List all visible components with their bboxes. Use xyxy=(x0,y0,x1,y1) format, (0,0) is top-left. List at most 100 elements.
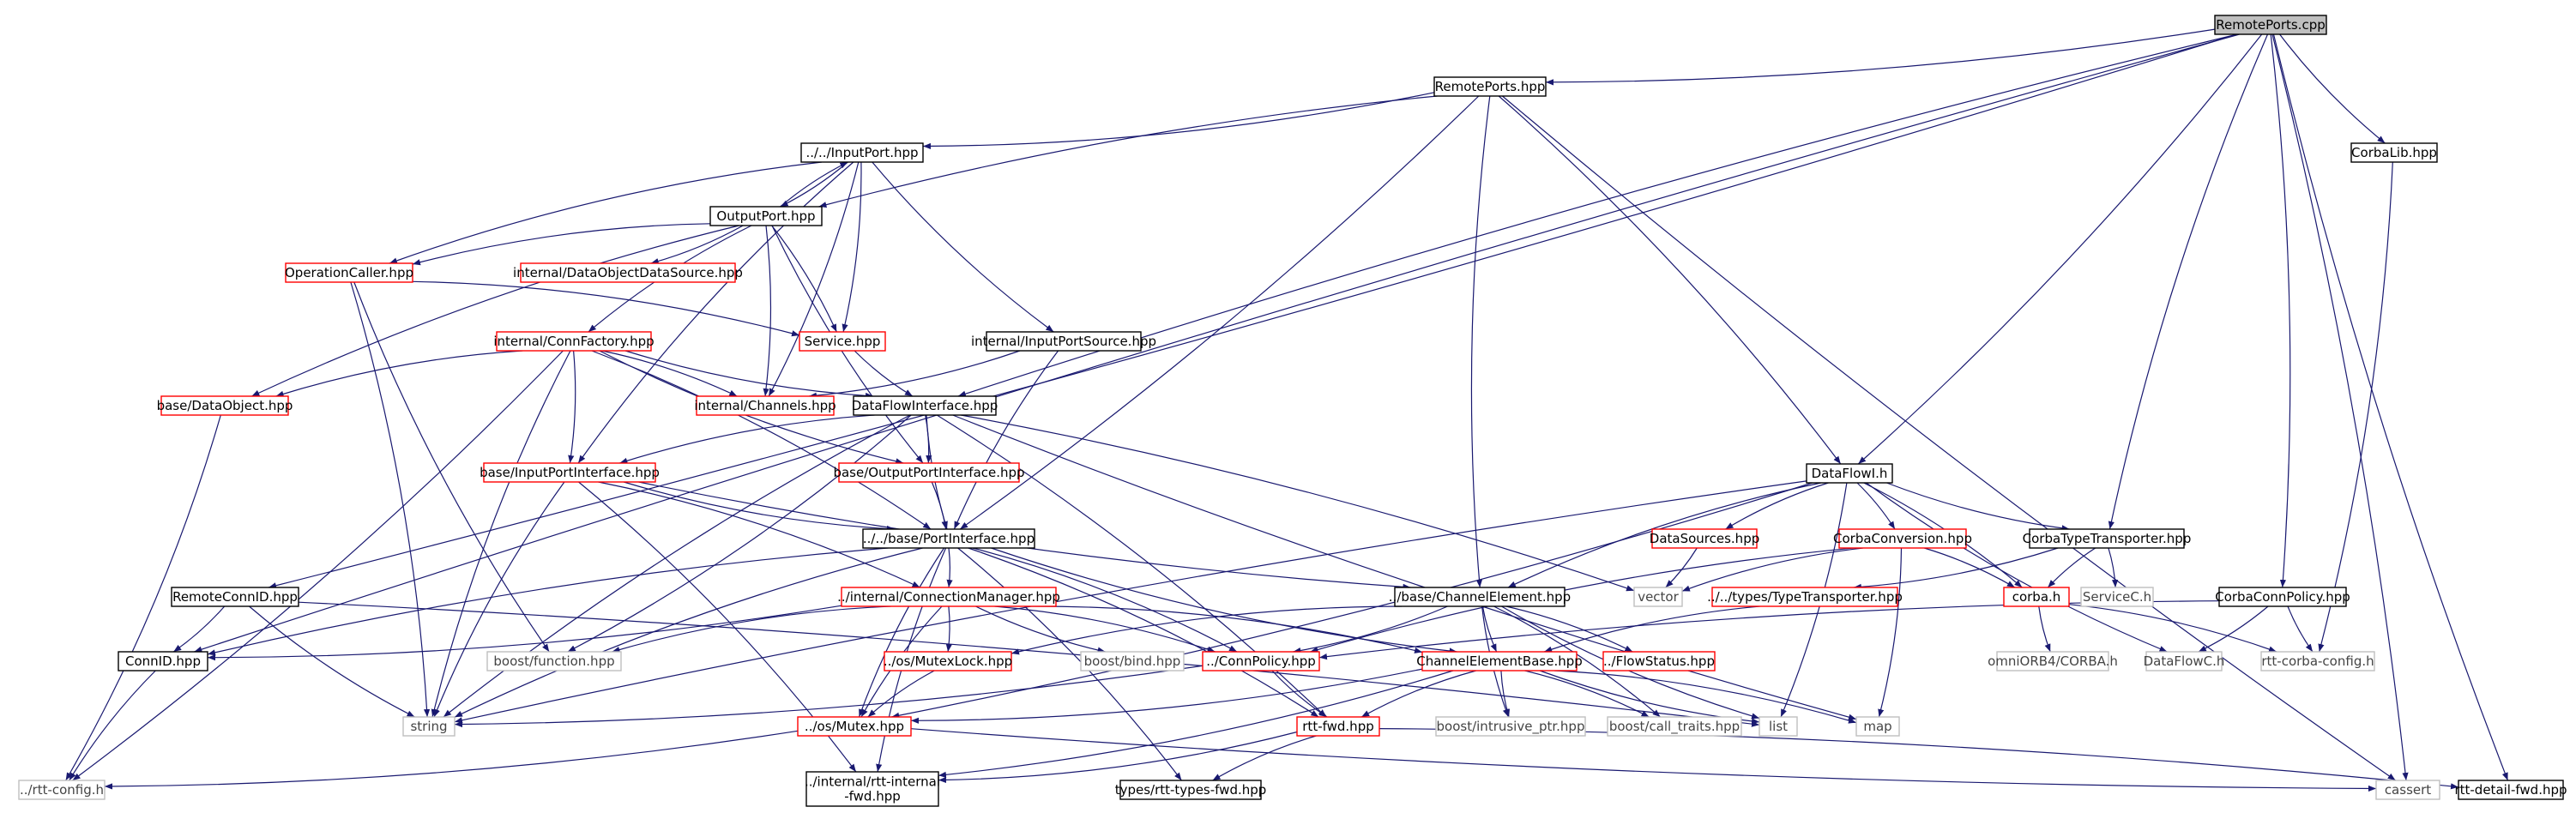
node-corbalib-hpp[interactable]: CorbaLib.hpp xyxy=(2350,142,2438,163)
node-base-portinterface-hpp[interactable]: ../../base/PortInterface.hpp xyxy=(862,528,1035,549)
node-label: omniORB4/CORBA.h xyxy=(1988,653,2118,669)
node-label: ../ConnPolicy.hpp xyxy=(1206,653,1316,669)
node-internal-dataobjectdatasource-hpp[interactable]: internal/DataObjectDataSource.hpp xyxy=(513,262,743,283)
edge-n2-to-n8 xyxy=(872,161,1054,333)
node-box xyxy=(1651,528,1758,549)
node-label: ../internal/ConnectionManager.hpp xyxy=(837,589,1060,605)
edge-n2-to-n7 xyxy=(842,161,862,333)
node-label: ../rtt-config.h xyxy=(20,782,104,798)
node-remoteconnid-hpp[interactable]: RemoteConnID.hpp xyxy=(171,587,299,607)
node-boost-function-hpp[interactable]: boost/function.hpp xyxy=(486,651,622,671)
node-label: internal/InputPortSource.hpp xyxy=(971,334,1156,349)
node-connpolicy-hpp[interactable]: ../ConnPolicy.hpp xyxy=(1202,651,1320,671)
node-connid-hpp[interactable]: ConnID.hpp xyxy=(118,651,208,671)
node-dataflowi-h[interactable]: DataFlowI.h xyxy=(1806,463,1893,484)
edge-n6-to-n11 xyxy=(624,350,874,400)
node-base-outputportinterface-hpp[interactable]: base/OutputPortInterface.hpp xyxy=(833,462,1025,483)
edge-n0-to-n45 xyxy=(2270,33,2291,588)
node-operationcaller-hpp[interactable]: OperationCaller.hpp xyxy=(285,262,413,283)
node-list[interactable]: list xyxy=(1759,716,1798,737)
node-base-inputportinterface-hpp[interactable]: base/InputPortInterface.hpp xyxy=(480,462,660,483)
node-label: types/rtt-types-fwd.hpp xyxy=(1115,782,1267,798)
edge-n8-to-n14 xyxy=(953,350,1059,530)
node-flowstatus-hpp[interactable]: ../FlowStatus.hpp xyxy=(1602,651,1716,671)
node-label: cassert xyxy=(2385,782,2431,798)
edge-n6-to-n27 xyxy=(72,350,564,781)
node-label: rtt-detail-fwd.hpp xyxy=(2454,782,2567,798)
node-remoteports-hpp[interactable]: RemotePorts.hpp xyxy=(1433,76,1547,97)
node-corbatypetransporter-hpp[interactable]: CorbaTypeTransporter.hpp xyxy=(2023,528,2192,549)
edge-n3-to-n9 xyxy=(251,225,739,397)
node-vector[interactable]: vector xyxy=(1633,587,1683,607)
node-rtt-fwd-hpp[interactable]: rtt-fwd.hpp xyxy=(1296,716,1380,737)
node-internal-inputportsource-hpp[interactable]: internal/InputPortSource.hpp xyxy=(971,331,1156,352)
edge-n2-to-n4 xyxy=(389,161,823,264)
node-box xyxy=(486,651,622,671)
node-string[interactable]: string xyxy=(402,716,455,737)
node-os-mutexlock-hpp[interactable]: ../os/MutexLock.hpp xyxy=(884,651,1012,671)
node-cassert[interactable]: cassert xyxy=(2375,780,2440,800)
edge-n40-to-n42 xyxy=(2108,547,2119,588)
node-label: DataSources.hpp xyxy=(1650,531,1759,546)
node-label: vector xyxy=(1638,589,1679,605)
node-corbaconnpolicy-hpp[interactable]: CorbaConnPolicy.hpp xyxy=(2215,587,2350,607)
node-inputport-hpp[interactable]: ../../InputPort.hpp xyxy=(800,142,924,163)
edge-n14-to-n24 xyxy=(968,547,1319,718)
node-os-mutex-hpp[interactable]: ../os/Mutex.hpp xyxy=(797,716,912,737)
edge-n29-to-n32 xyxy=(1524,670,1650,718)
edge-n12-to-n19 xyxy=(433,481,565,718)
node-label: OutputPort.hpp xyxy=(716,208,815,224)
node-label: map xyxy=(1863,719,1891,734)
node-internal-rtt-internal-fwd-hpp[interactable]: ../internal/rtt-internal-fwd.hpp xyxy=(805,771,940,807)
edge-n29-to-n33 xyxy=(1539,670,1760,725)
node-box xyxy=(1296,716,1380,737)
node-dataflowc-h[interactable]: DataFlowC.h xyxy=(2144,651,2225,671)
node-corba-h[interactable]: corba.h xyxy=(2003,587,2070,607)
node-channelelementbase-hpp[interactable]: ChannelElementBase.hpp xyxy=(1416,651,1583,671)
node-box xyxy=(1607,716,1742,737)
node-outputport-hpp[interactable]: OutputPort.hpp xyxy=(709,206,823,226)
node-rtt-config-h[interactable]: ../rtt-config.h xyxy=(18,780,106,800)
node-internal-connectionmanager-hpp[interactable]: ../internal/ConnectionManager.hpp xyxy=(837,587,1060,607)
node-types-typetransporter-hpp[interactable]: ../../types/TypeTransporter.hpp xyxy=(1707,587,1903,607)
node-internal-channels-hpp[interactable]: internal/Channels.hpp xyxy=(694,395,836,416)
node-base-channelelement-hpp[interactable]: ../base/ChannelElement.hpp xyxy=(1389,587,1571,607)
edge-n35-to-n23 xyxy=(891,482,1813,719)
node-boost-call-traits-hpp[interactable]: boost/call_traits.hpp xyxy=(1607,716,1742,737)
node-box xyxy=(1421,651,1578,671)
edge-n20-to-n23 xyxy=(867,670,935,718)
node-box xyxy=(496,331,652,352)
edge-n6-to-n19 xyxy=(431,350,571,718)
node-label: boost/intrusive_ptr.hpp xyxy=(1437,719,1585,735)
node-boost-bind-hpp[interactable]: boost/bind.hpp xyxy=(1080,651,1185,671)
node-servicec-h[interactable]: ServiceC.h xyxy=(2080,587,2154,607)
node-label: ../../types/TypeTransporter.hpp xyxy=(1707,589,1903,605)
node-box xyxy=(1855,716,1900,737)
node-box xyxy=(709,206,823,226)
node-omniorb4-corba-h[interactable]: omniORB4/CORBA.h xyxy=(1988,651,2118,671)
node-box xyxy=(696,395,835,416)
node-box xyxy=(1996,651,2109,671)
node-map[interactable]: map xyxy=(1855,716,1900,737)
node-rtt-detail-fwd-hpp[interactable]: rtt-detail-fwd.hpp xyxy=(2454,780,2567,800)
node-dataflowinterface-hpp[interactable]: DataFlowInterface.hpp xyxy=(852,395,998,416)
edge-n6-to-n12 xyxy=(568,350,576,464)
edge-n15-to-n16 xyxy=(172,605,226,653)
node-corbaconversion-hpp[interactable]: CorbaConversion.hpp xyxy=(1833,528,1972,549)
node-label: rtt-fwd.hpp xyxy=(1302,719,1373,734)
edge-n24-to-n49 xyxy=(1378,728,2459,790)
edge-n35-to-n40 xyxy=(1886,482,2070,532)
node-internal-connfactory-hpp[interactable]: internal/ConnFactory.hpp xyxy=(493,331,655,352)
node-boost-intrusive-ptr-hpp[interactable]: boost/intrusive_ptr.hpp xyxy=(1435,716,1586,737)
node-base-dataobject-hpp[interactable]: base/DataObject.hpp xyxy=(157,395,293,416)
node-rtt-corba-config-h[interactable]: rtt-corba-config.h xyxy=(2260,651,2375,671)
node-box xyxy=(799,331,886,352)
edge-n37-to-n41 xyxy=(1924,547,2016,588)
node-datasources-hpp[interactable]: DataSources.hpp xyxy=(1650,528,1759,549)
node-label: RemoteConnID.hpp xyxy=(172,589,298,605)
node-remoteports-cpp[interactable]: RemotePorts.cpp xyxy=(2214,15,2327,35)
edge-n17-to-n29 xyxy=(1029,605,1423,653)
node-types-rtt-types-fwd-hpp[interactable]: types/rtt-types-fwd.hpp xyxy=(1115,780,1267,800)
node-service-hpp[interactable]: Service.hpp xyxy=(799,331,886,352)
